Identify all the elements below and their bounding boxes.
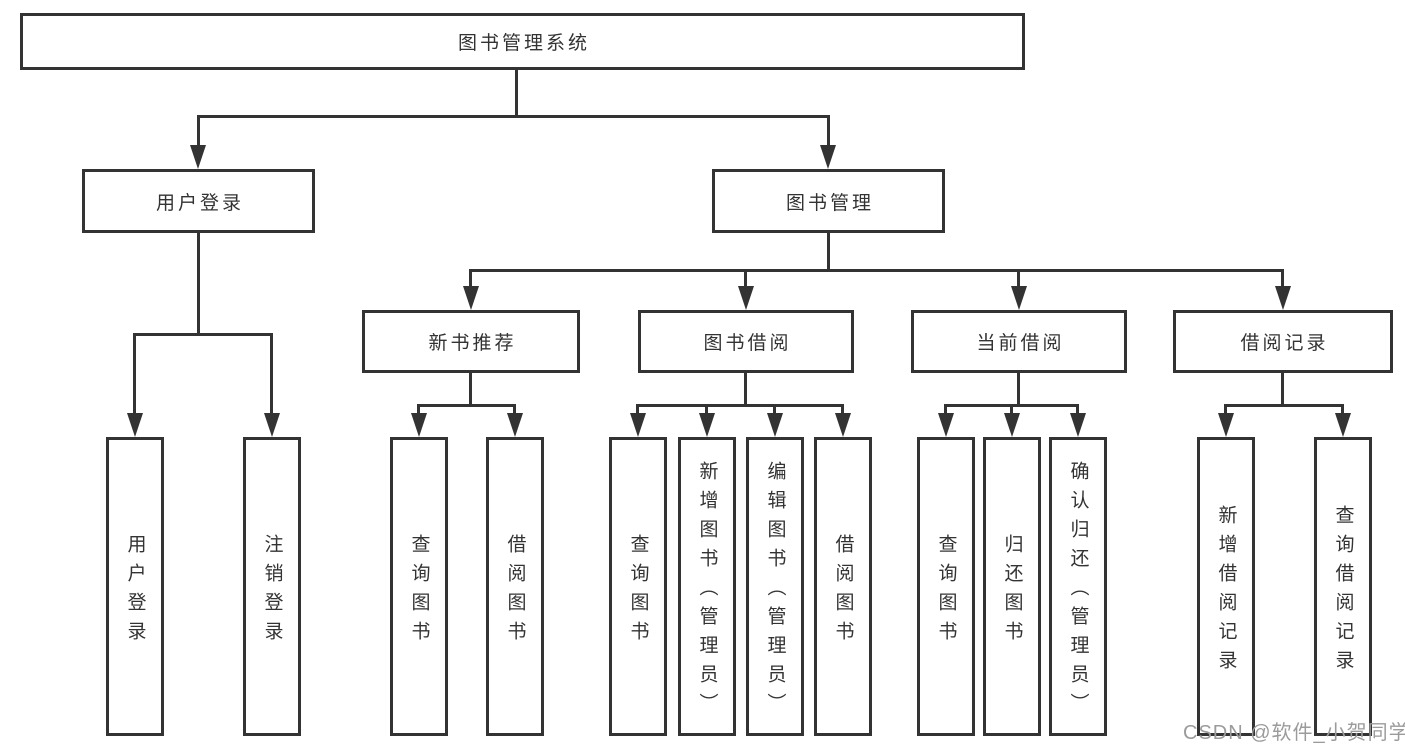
connector-line [1224,404,1344,407]
connector-line [827,115,830,148]
leaf-query-book-current: 查询图书 [917,437,975,736]
connector-line [841,404,844,418]
arrowhead-down-icon [738,286,754,310]
leaf-confirm-return-admin: 确认归还（管理员） [1049,437,1107,736]
connector-line [1224,404,1227,418]
connector-line [1017,371,1020,407]
connector-line [197,115,830,118]
leaf-borrow-book-recommend: 借阅图书 [486,437,544,736]
arrowhead-down-icon [127,413,143,437]
arrowhead-down-icon [1070,413,1086,437]
connector-line [1281,371,1284,407]
connector-line [197,231,200,335]
arrowhead-down-icon [767,413,783,437]
leaf-query-book-borrow: 查询图书 [609,437,667,736]
connector-line [270,333,273,416]
connector-line [417,404,516,407]
arrowhead-down-icon [411,413,427,437]
arrowhead-down-icon [1335,413,1351,437]
connector-line [705,404,708,418]
connector-line [1281,269,1284,291]
connector-line [1010,404,1013,418]
connector-line [197,115,200,148]
leaf-add-borrow-record: 新增借阅记录 [1197,437,1255,736]
node-user-login: 用户登录 [82,169,315,233]
node-new-book-recommend: 新书推荐 [362,310,580,373]
connector-line [773,404,776,418]
arrowhead-down-icon [1218,413,1234,437]
connector-line [513,404,516,418]
leaf-query-borrow-record: 查询借阅记录 [1314,437,1372,736]
connector-line [1076,404,1079,418]
node-borrow-record: 借阅记录 [1173,310,1393,373]
node-library-system-root: 图书管理系统 [20,13,1025,70]
arrowhead-down-icon [835,413,851,437]
arrowhead-down-icon [463,286,479,310]
connector-line [469,371,472,407]
connector-line [1341,404,1344,418]
node-current-borrow: 当前借阅 [911,310,1127,373]
leaf-logout-login: 注销登录 [243,437,301,736]
arrowhead-down-icon [630,413,646,437]
arrowhead-down-icon [507,413,523,437]
leaf-return-book: 归还图书 [983,437,1041,736]
arrowhead-down-icon [1004,413,1020,437]
arrowhead-down-icon [938,413,954,437]
node-book-management: 图书管理 [712,169,945,233]
arrowhead-down-icon [820,145,836,169]
arrowhead-down-icon [264,413,280,437]
arrowhead-down-icon [1011,286,1027,310]
connector-line [636,404,639,418]
leaf-edit-book-admin: 编辑图书（管理员） [746,437,804,736]
leaf-add-book-admin: 新增图书（管理员） [678,437,736,736]
connector-line [133,333,273,336]
connector-line [944,404,947,418]
connector-line [469,269,1284,272]
connector-line [469,269,472,291]
arrowhead-down-icon [190,145,206,169]
node-book-borrow: 图书借阅 [638,310,854,373]
leaf-user-login: 用户登录 [106,437,164,736]
connector-line [133,333,136,416]
leaf-query-book-recommend: 查询图书 [390,437,448,736]
connector-line [744,371,747,407]
connector-line [744,269,747,291]
leaf-borrow-book: 借阅图书 [814,437,872,736]
arrowhead-down-icon [1275,286,1291,310]
arrowhead-down-icon [699,413,715,437]
connector-line [515,68,518,117]
connector-line [1017,269,1020,291]
connector-line [417,404,420,418]
csdn-watermark: CSDN @软件_小贺同学 [1183,722,1405,744]
connector-line [636,404,844,407]
connector-line [827,231,830,272]
